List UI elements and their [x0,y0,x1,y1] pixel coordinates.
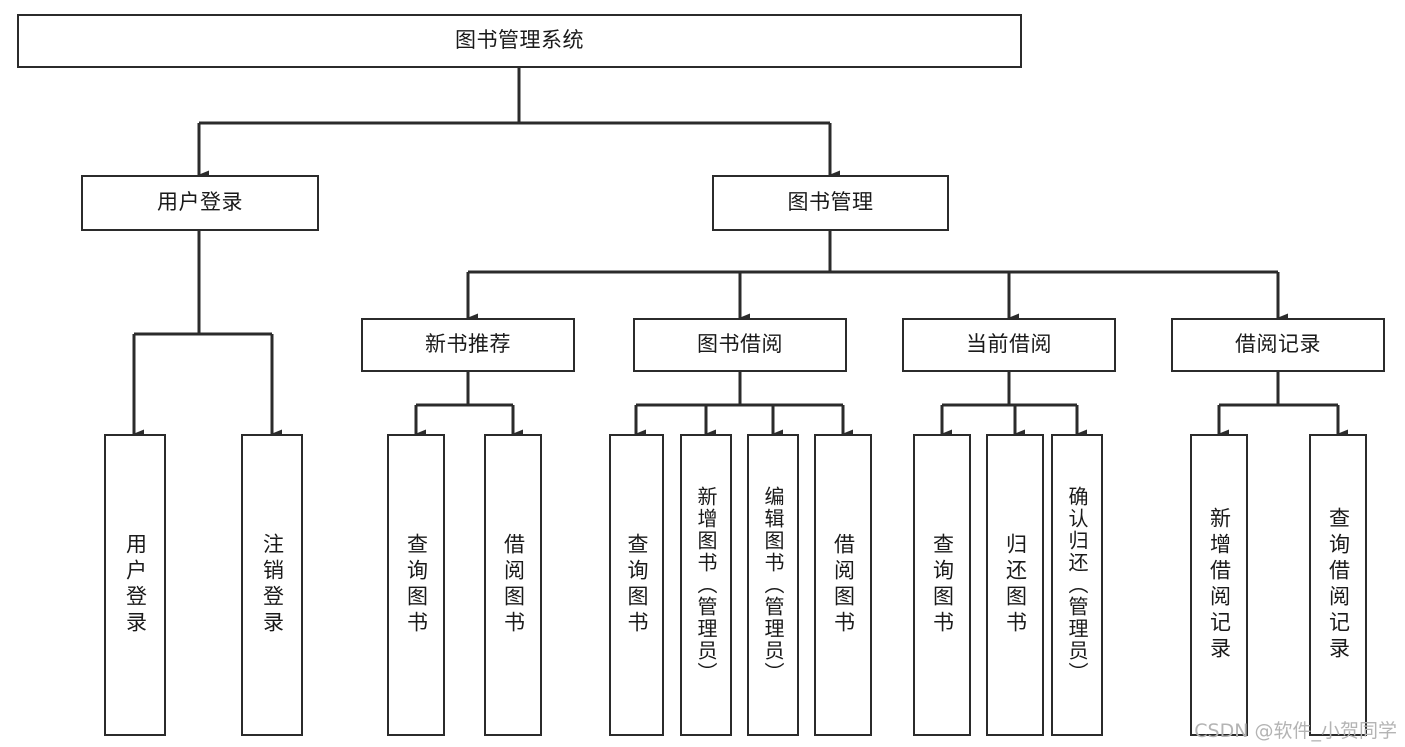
node-label-leaf-add-record: 新增借阅记录 [1207,507,1232,663]
node-borrow-record[interactable]: 借阅记录 [1171,318,1385,372]
connector-conn-book-borrow [634,372,853,439]
node-label-leaf-borrow-book: 借阅图书 [831,533,856,637]
node-leaf-query-record[interactable]: 查询借阅记录 [1309,434,1367,736]
node-label-current-borrow: 当前借阅 [966,332,1052,357]
node-book-borrow[interactable]: 图书借阅 [633,318,847,372]
node-label-leaf-user-login: 用户登录 [123,533,148,637]
node-leaf-borrow-book-rec[interactable]: 借阅图书 [484,434,542,736]
node-label-leaf-borrow-book-rec: 借阅图书 [501,533,526,637]
node-book-manage[interactable]: 图书管理 [712,175,949,231]
node-label-new-book-rec: 新书推荐 [425,332,511,357]
node-leaf-return-book[interactable]: 归还图书 [986,434,1044,736]
connector-conn-book-manage [466,231,1288,323]
node-leaf-confirm-return[interactable]: 确认归还（管理员） [1051,434,1103,736]
node-label-leaf-add-book: 新增图书（管理员） [694,486,718,684]
node-label-user-login: 用户登录 [157,190,243,215]
node-leaf-edit-book[interactable]: 编辑图书（管理员） [747,434,799,736]
node-user-login[interactable]: 用户登录 [81,175,319,231]
node-leaf-user-login[interactable]: 用户登录 [104,434,166,736]
connector-conn-new-book-rec [414,372,523,439]
node-leaf-query-book-borrow[interactable]: 查询图书 [609,434,664,736]
node-leaf-add-record[interactable]: 新增借阅记录 [1190,434,1248,736]
node-new-book-rec[interactable]: 新书推荐 [361,318,575,372]
node-label-leaf-user-logout: 注销登录 [260,533,285,637]
node-label-leaf-query-book-current: 查询图书 [930,533,955,637]
node-label-leaf-query-book-borrow: 查询图书 [625,533,649,637]
connector-conn-root [197,68,840,180]
node-label-book-borrow: 图书借阅 [697,332,783,357]
node-label-leaf-return-book: 归还图书 [1003,533,1028,637]
node-label-book-manage: 图书管理 [787,190,874,215]
node-leaf-query-book-rec[interactable]: 查询图书 [387,434,445,736]
node-current-borrow[interactable]: 当前借阅 [902,318,1116,372]
node-label-leaf-confirm-return: 确认归还（管理员） [1065,486,1089,684]
connector-conn-user-login [132,231,282,439]
node-leaf-query-book-current[interactable]: 查询图书 [913,434,971,736]
node-leaf-add-book[interactable]: 新增图书（管理员） [680,434,732,736]
node-leaf-borrow-book[interactable]: 借阅图书 [814,434,872,736]
node-label-leaf-query-record: 查询借阅记录 [1326,507,1351,663]
node-label-leaf-query-book-rec: 查询图书 [404,533,429,637]
connector-conn-current-borrow [940,372,1087,439]
node-root[interactable]: 图书管理系统 [17,14,1022,68]
connector-conn-borrow-record [1217,372,1348,439]
node-label-root: 图书管理系统 [455,28,584,53]
connector-group [132,68,1348,439]
node-leaf-user-logout[interactable]: 注销登录 [241,434,303,736]
node-label-borrow-record: 借阅记录 [1235,332,1321,357]
node-label-leaf-edit-book: 编辑图书（管理员） [761,486,785,684]
